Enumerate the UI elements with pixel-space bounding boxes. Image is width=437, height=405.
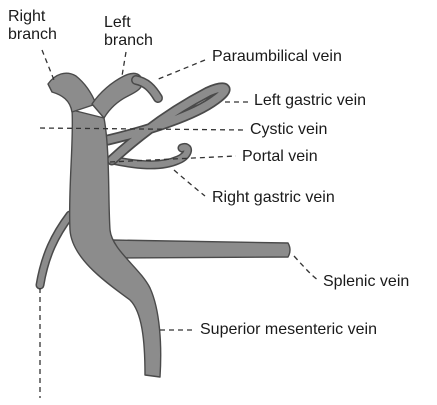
portal-vein-label: Portal vein <box>242 148 318 166</box>
left-branch-label-line1: Left <box>104 14 153 32</box>
left-gastric-vein-shape <box>108 88 225 160</box>
right-branch-leader <box>42 50 54 80</box>
right-branch-shape <box>48 73 96 112</box>
right-gastric-leader <box>174 170 205 196</box>
paraumbilical-vein-label: Paraumbilical vein <box>212 48 342 66</box>
right-gastric-vein-label: Right gastric vein <box>212 189 335 207</box>
cystic-vein-label: Cystic vein <box>250 121 327 139</box>
left-branch-label-line2: branch <box>104 32 153 50</box>
left-gastric-vein-label: Left gastric vein <box>254 92 366 110</box>
paraumbilical-leader <box>156 60 205 80</box>
cystic-vein-shape <box>40 215 70 285</box>
right-branch-label: Right branch <box>8 8 57 44</box>
right-branch-label-line1: Right <box>8 8 57 26</box>
superior-mesenteric-vein-label: Superior mesenteric vein <box>200 321 377 339</box>
splenic-leader <box>294 256 318 280</box>
right-branch-label-line2: branch <box>8 26 57 44</box>
splenic-vein-shape <box>112 240 290 258</box>
splenic-vein-label: Splenic vein <box>323 273 409 291</box>
left-branch-leader <box>122 52 126 76</box>
left-branch-label: Left branch <box>104 14 153 50</box>
